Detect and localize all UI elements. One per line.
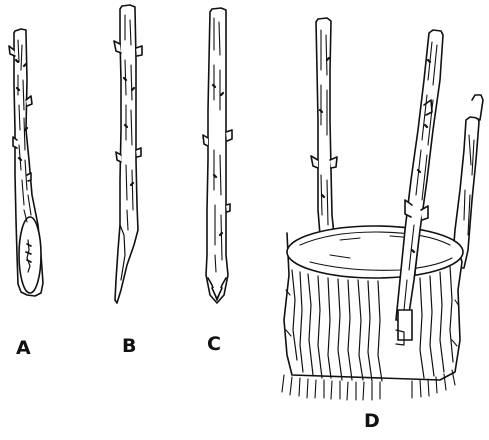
label-c: C bbox=[207, 335, 221, 354]
scion-b bbox=[114, 5, 142, 303]
label-d: D bbox=[364, 412, 380, 431]
scion-c bbox=[203, 8, 232, 303]
scion-a bbox=[9, 29, 43, 296]
label-a: A bbox=[16, 339, 31, 358]
grafted-stump-d bbox=[282, 18, 483, 400]
label-b: B bbox=[122, 337, 136, 356]
